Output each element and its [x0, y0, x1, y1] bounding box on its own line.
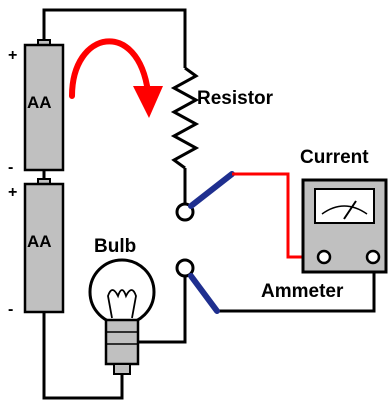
bottom-wire [42, 312, 124, 400]
analog-meter-icon [301, 178, 388, 274]
positive-lead-probe [188, 171, 235, 209]
ammeter-negative-wire [217, 258, 376, 313]
top-wire [42, 8, 187, 68]
battery-top-body [23, 43, 65, 172]
bulb-filament [107, 289, 137, 319]
current-arrow-head [133, 86, 163, 118]
current-label: Current [300, 147, 369, 168]
ammeter-negative-terminal [365, 249, 381, 265]
current-arrow-shaft [69, 38, 151, 99]
battery-bottom-body [23, 182, 65, 314]
battery-top-negative: - [8, 159, 13, 176]
bulb-label: Bulb [94, 236, 136, 257]
ammeter-needle [343, 200, 357, 220]
battery-top: AA + - [8, 39, 65, 176]
battery-top-label: AA [27, 93, 52, 112]
ammeter-negative-probe [188, 273, 220, 314]
bulb-glass [88, 258, 156, 326]
light-bulb-icon [88, 258, 156, 375]
ammeter-positive-lead [188, 171, 320, 259]
curved-arrow-icon [69, 38, 163, 118]
battery-bottom-negative: - [8, 301, 13, 318]
lower-terminal [175, 258, 195, 278]
ammeter-positive-terminal [316, 249, 332, 265]
zigzag-resistor-icon [170, 66, 200, 170]
circuit-wires [42, 8, 376, 400]
bulb-lead-wire [138, 277, 187, 344]
bulb-base [104, 318, 140, 366]
battery-bottom: AA + - [8, 178, 65, 318]
battery-bottom-label: AA [27, 232, 52, 251]
ammeter-scale [321, 205, 368, 215]
ammeter-label: Ammeter [261, 281, 344, 302]
battery-bottom-positive: + [8, 184, 17, 201]
resistor-label: Resistor [197, 88, 274, 109]
bulb-contact [113, 363, 131, 375]
battery-top-positive: + [8, 47, 17, 64]
